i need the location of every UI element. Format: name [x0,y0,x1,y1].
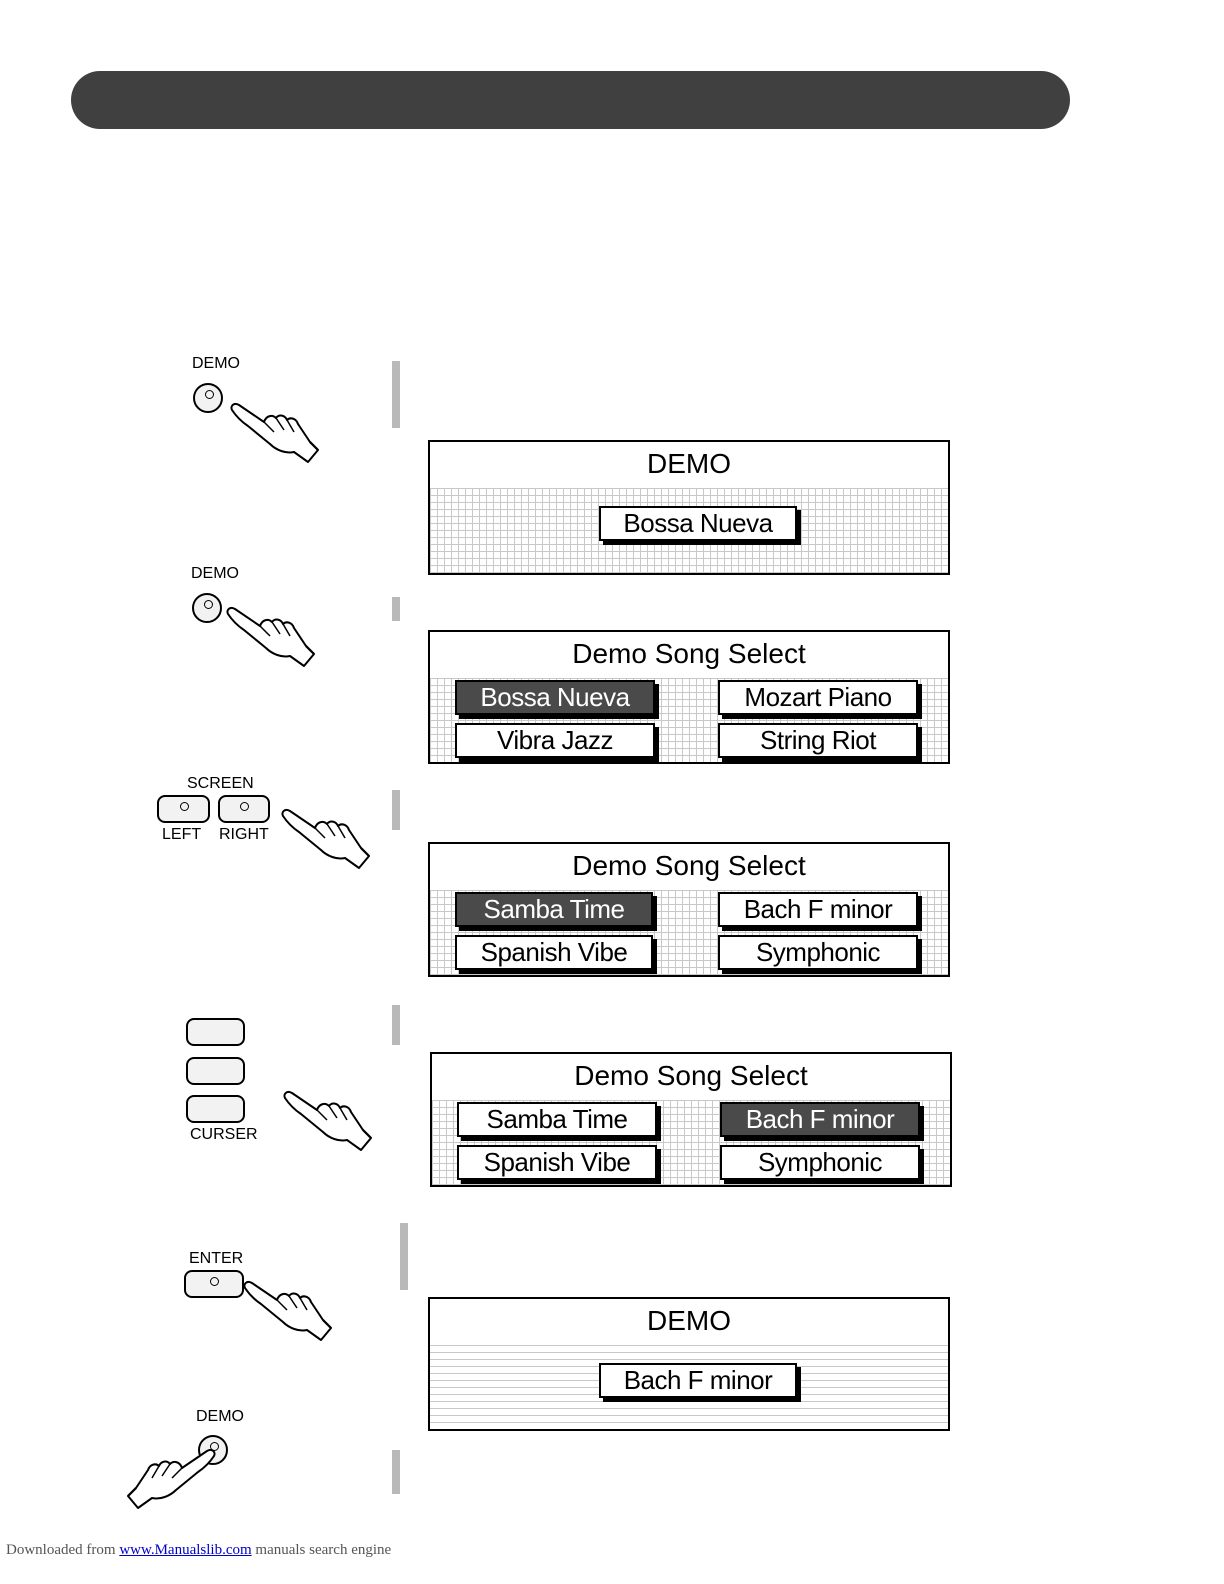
lcd-song-button-selected: Bach F minor [720,1102,920,1137]
lcd-body: Bossa Nueva Mozart Piano Vibra Jazz Stri… [430,678,948,762]
demo-button-label: DEMO [192,355,240,372]
pointing-hand-icon [230,402,319,463]
footer: Downloaded from www.Manualslib.com manua… [6,1542,391,1559]
lcd-screen-demo: DEMO Bossa Nueva [428,440,950,575]
lcd-title: DEMO [430,1299,948,1347]
step-marker-bar [392,790,400,830]
step-marker-bar [392,597,400,621]
step-marker-bar [392,1005,400,1045]
lcd-song-button-selected: Samba Time [455,892,653,927]
lcd-song-button-selected: Bossa Nueva [455,680,655,715]
lcd-song-button: Symphonic [718,935,918,970]
lcd-body: Samba Time Bach F minor Spanish Vibe Sym… [432,1100,950,1185]
step-marker-bar [392,361,400,428]
lcd-body: Bossa Nueva [430,488,948,573]
step-marker-bar [392,1450,400,1494]
pointing-hand-icon [281,808,370,869]
left-button-label: LEFT [162,826,202,843]
screen-right-button[interactable] [218,795,270,823]
curser-up-button[interactable] [186,1018,245,1046]
lcd-body: Bach F minor [430,1345,948,1429]
lcd-song-button: Mozart Piano [718,680,918,715]
section-header-bar [71,71,1070,129]
lcd-screen-song-select: Demo Song Select Bossa Nueva Mozart Pian… [428,630,950,764]
lcd-song-button: Bach F minor [599,1363,797,1398]
lcd-body: Samba Time Bach F minor Spanish Vibe Sym… [430,890,948,975]
pointing-hand-icon [226,606,315,667]
lcd-screen-song-select: Demo Song Select Samba Time Bach F minor… [428,842,950,977]
lcd-song-button: Spanish Vibe [455,935,653,970]
lcd-song-button: Vibra Jazz [455,723,655,758]
pointing-hand-icon [283,1090,372,1151]
lcd-song-button: Symphonic [720,1145,920,1180]
step-marker-bar [400,1223,408,1290]
demo-button[interactable] [192,593,222,623]
lcd-screen-demo: DEMO Bach F minor [428,1297,950,1431]
curser-button-label: CURSER [190,1126,258,1143]
footer-suffix: manuals search engine [255,1542,392,1558]
lcd-title: Demo Song Select [430,844,948,892]
lcd-song-button: Bach F minor [718,892,918,927]
lcd-title: DEMO [430,442,948,490]
footer-prefix: Downloaded from [6,1542,116,1558]
enter-button[interactable] [184,1270,244,1298]
lcd-song-button: Samba Time [457,1102,657,1137]
lcd-song-button: Bossa Nueva [599,506,797,541]
lcd-screen-song-select: Demo Song Select Samba Time Bach F minor… [430,1052,952,1187]
pointing-hand-icon [127,1448,216,1509]
screen-left-button[interactable] [157,795,210,823]
pointing-hand-icon [243,1280,332,1341]
lcd-title: Demo Song Select [430,632,948,680]
enter-button-label: ENTER [189,1250,244,1267]
demo-button[interactable] [193,383,223,413]
demo-button-label: DEMO [191,565,239,582]
right-button-label: RIGHT [219,826,269,843]
lcd-title: Demo Song Select [432,1054,950,1102]
lcd-song-button: Spanish Vibe [457,1145,657,1180]
screen-button-label: SCREEN [187,775,254,792]
lcd-song-button: String Riot [718,723,918,758]
curser-middle-button[interactable] [186,1057,245,1085]
curser-down-button[interactable] [186,1095,245,1123]
demo-button-label: DEMO [196,1408,244,1425]
footer-link[interactable]: www.Manualslib.com [119,1542,252,1558]
